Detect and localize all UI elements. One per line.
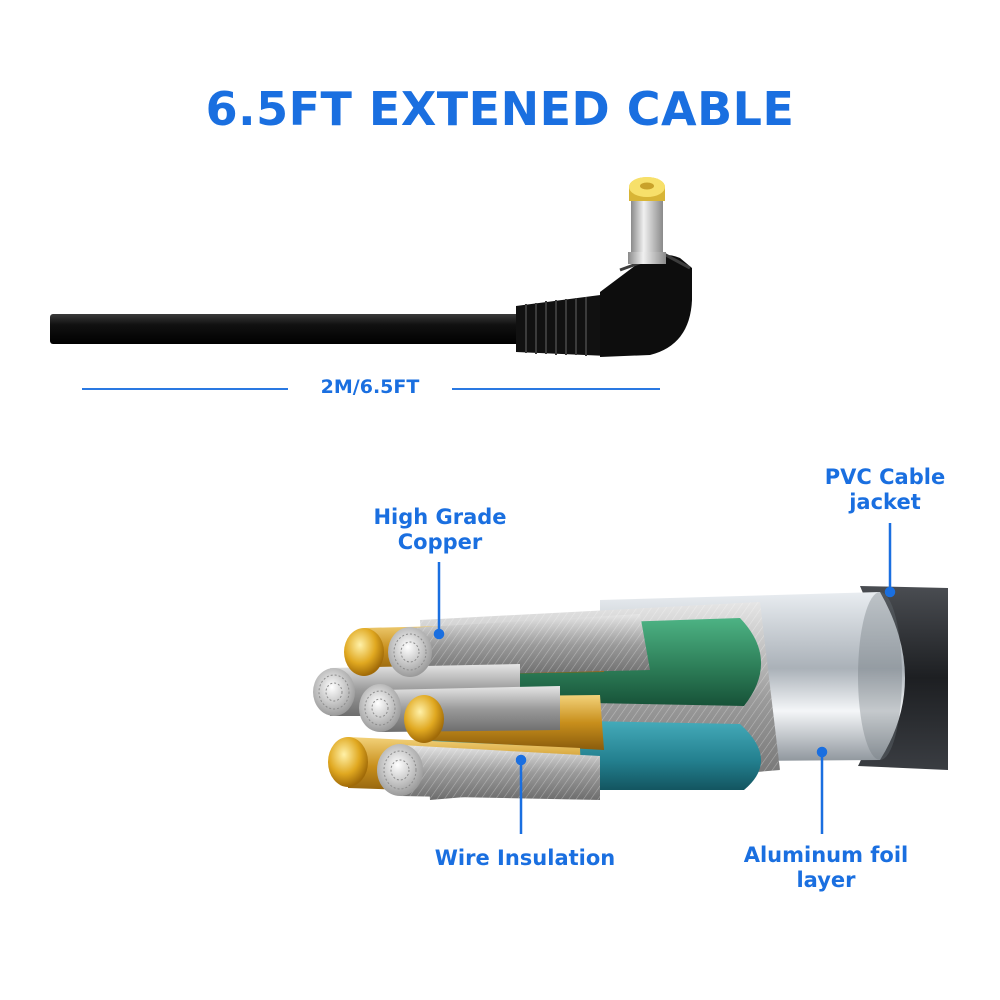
callout-copper-line2: Copper	[397, 530, 483, 554]
foil-leader-dot	[816, 746, 828, 758]
length-label: 2M/6.5FT	[320, 376, 420, 398]
callout-copper: High Grade Copper	[350, 505, 530, 555]
cable-cross-section	[313, 586, 948, 800]
callout-insulation: Wire Insulation	[434, 846, 616, 870]
callout-jacket-line1: PVC Cable	[824, 465, 946, 489]
insulation-leader-dot	[515, 754, 527, 766]
dimension-line-right	[452, 388, 660, 390]
page-title: 6.5FT EXTENED CABLE	[205, 82, 795, 136]
callout-jacket-line2: jacket	[849, 490, 921, 514]
callout-foil-line2: layer	[796, 868, 856, 892]
dc-plug-cable	[50, 177, 692, 357]
strain-relief	[516, 294, 608, 356]
callout-leaders	[433, 523, 896, 834]
copper-leader-dot	[433, 628, 445, 640]
jacket-leader-dot	[884, 586, 896, 598]
callout-jacket: PVC Cable jacket	[800, 465, 970, 515]
callout-foil-line1: Aluminum foil	[743, 843, 909, 867]
callout-foil: Aluminum foil layer	[726, 843, 926, 893]
callout-copper-line1: High Grade	[373, 505, 507, 529]
dimension-line-left	[82, 388, 288, 390]
